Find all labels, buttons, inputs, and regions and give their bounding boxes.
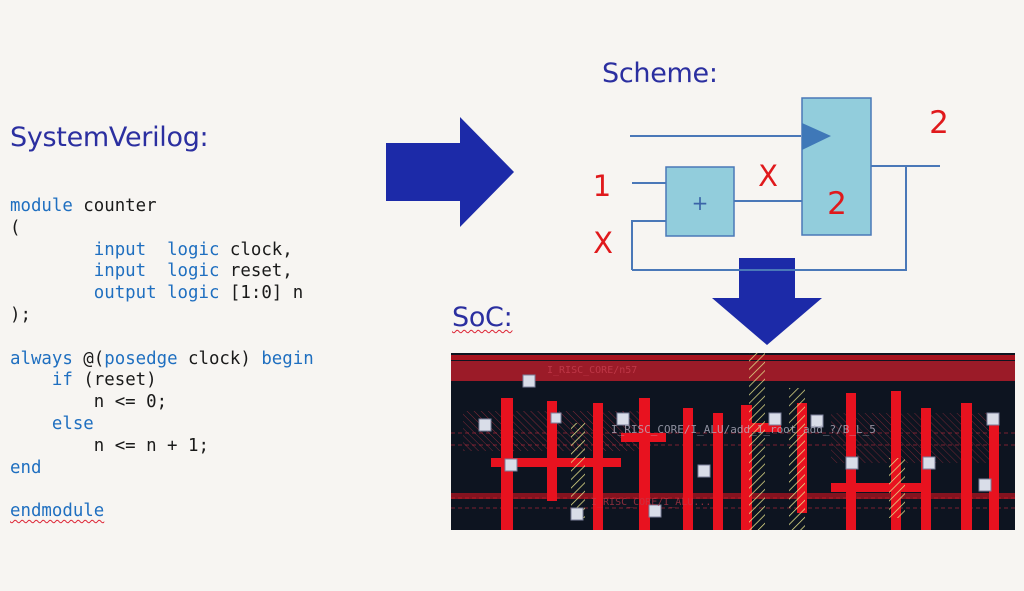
adder-box [665,166,735,237]
code-line-12: n <= n + 1; [10,435,209,456]
scheme-heading: Scheme: [602,58,718,89]
soc-label-mid: I_RISC_CORE/I_ALU/add_1_root_add_?/B_L_5 [611,423,876,436]
code-line-11: else [51,413,94,434]
label-adder-out-x: X [758,159,778,193]
clock-triangle-icon [802,123,831,150]
soc-label-bottom: I_RISC_CORE/I_ALU... [591,497,712,508]
soc-layout-drawing [451,353,1015,530]
systemverilog-heading: SystemVerilog: [10,122,209,153]
code-line-4: input logic reset, [93,261,293,282]
register-value: 2 [827,186,847,222]
code-line-15: endmodule [10,501,105,522]
register-box [801,97,872,236]
soc-label-top: I_RISC_CORE/n57 [547,365,638,376]
feedback-in-wire [631,220,666,270]
code-line-13: end [10,457,42,478]
soc-layout-image: I_RISC_CORE/n57 I_RISC_CORE/I_ALU/add_1_… [451,353,1015,530]
code-line-3: input logic clock, [93,239,293,260]
label-output-two: 2 [929,105,949,141]
label-input-one: 1 [593,169,611,203]
systemverilog-code-block: module counter ( input logic clock, inpu… [10,196,314,523]
code-line-2: ( [10,217,21,238]
code-line-10: n <= 0; [10,392,168,413]
feedback-loop-wire [632,166,907,271]
scheme-diagram: + 2 1 X X 2 [593,97,949,271]
soc-heading: SoC: [452,302,513,333]
adder-symbol: + [692,191,709,215]
code-line-1: module counter [10,196,157,216]
label-feedback-x: X [593,226,613,260]
code-line-6: ); [10,304,31,325]
code-line-5: output logic [1:0] n [93,283,304,304]
code-line-9: if (reset) [51,370,157,391]
code-line-8: always @(posedge clock) begin [10,348,314,369]
down-arrow-icon [712,258,822,345]
right-arrow-icon [386,117,514,227]
